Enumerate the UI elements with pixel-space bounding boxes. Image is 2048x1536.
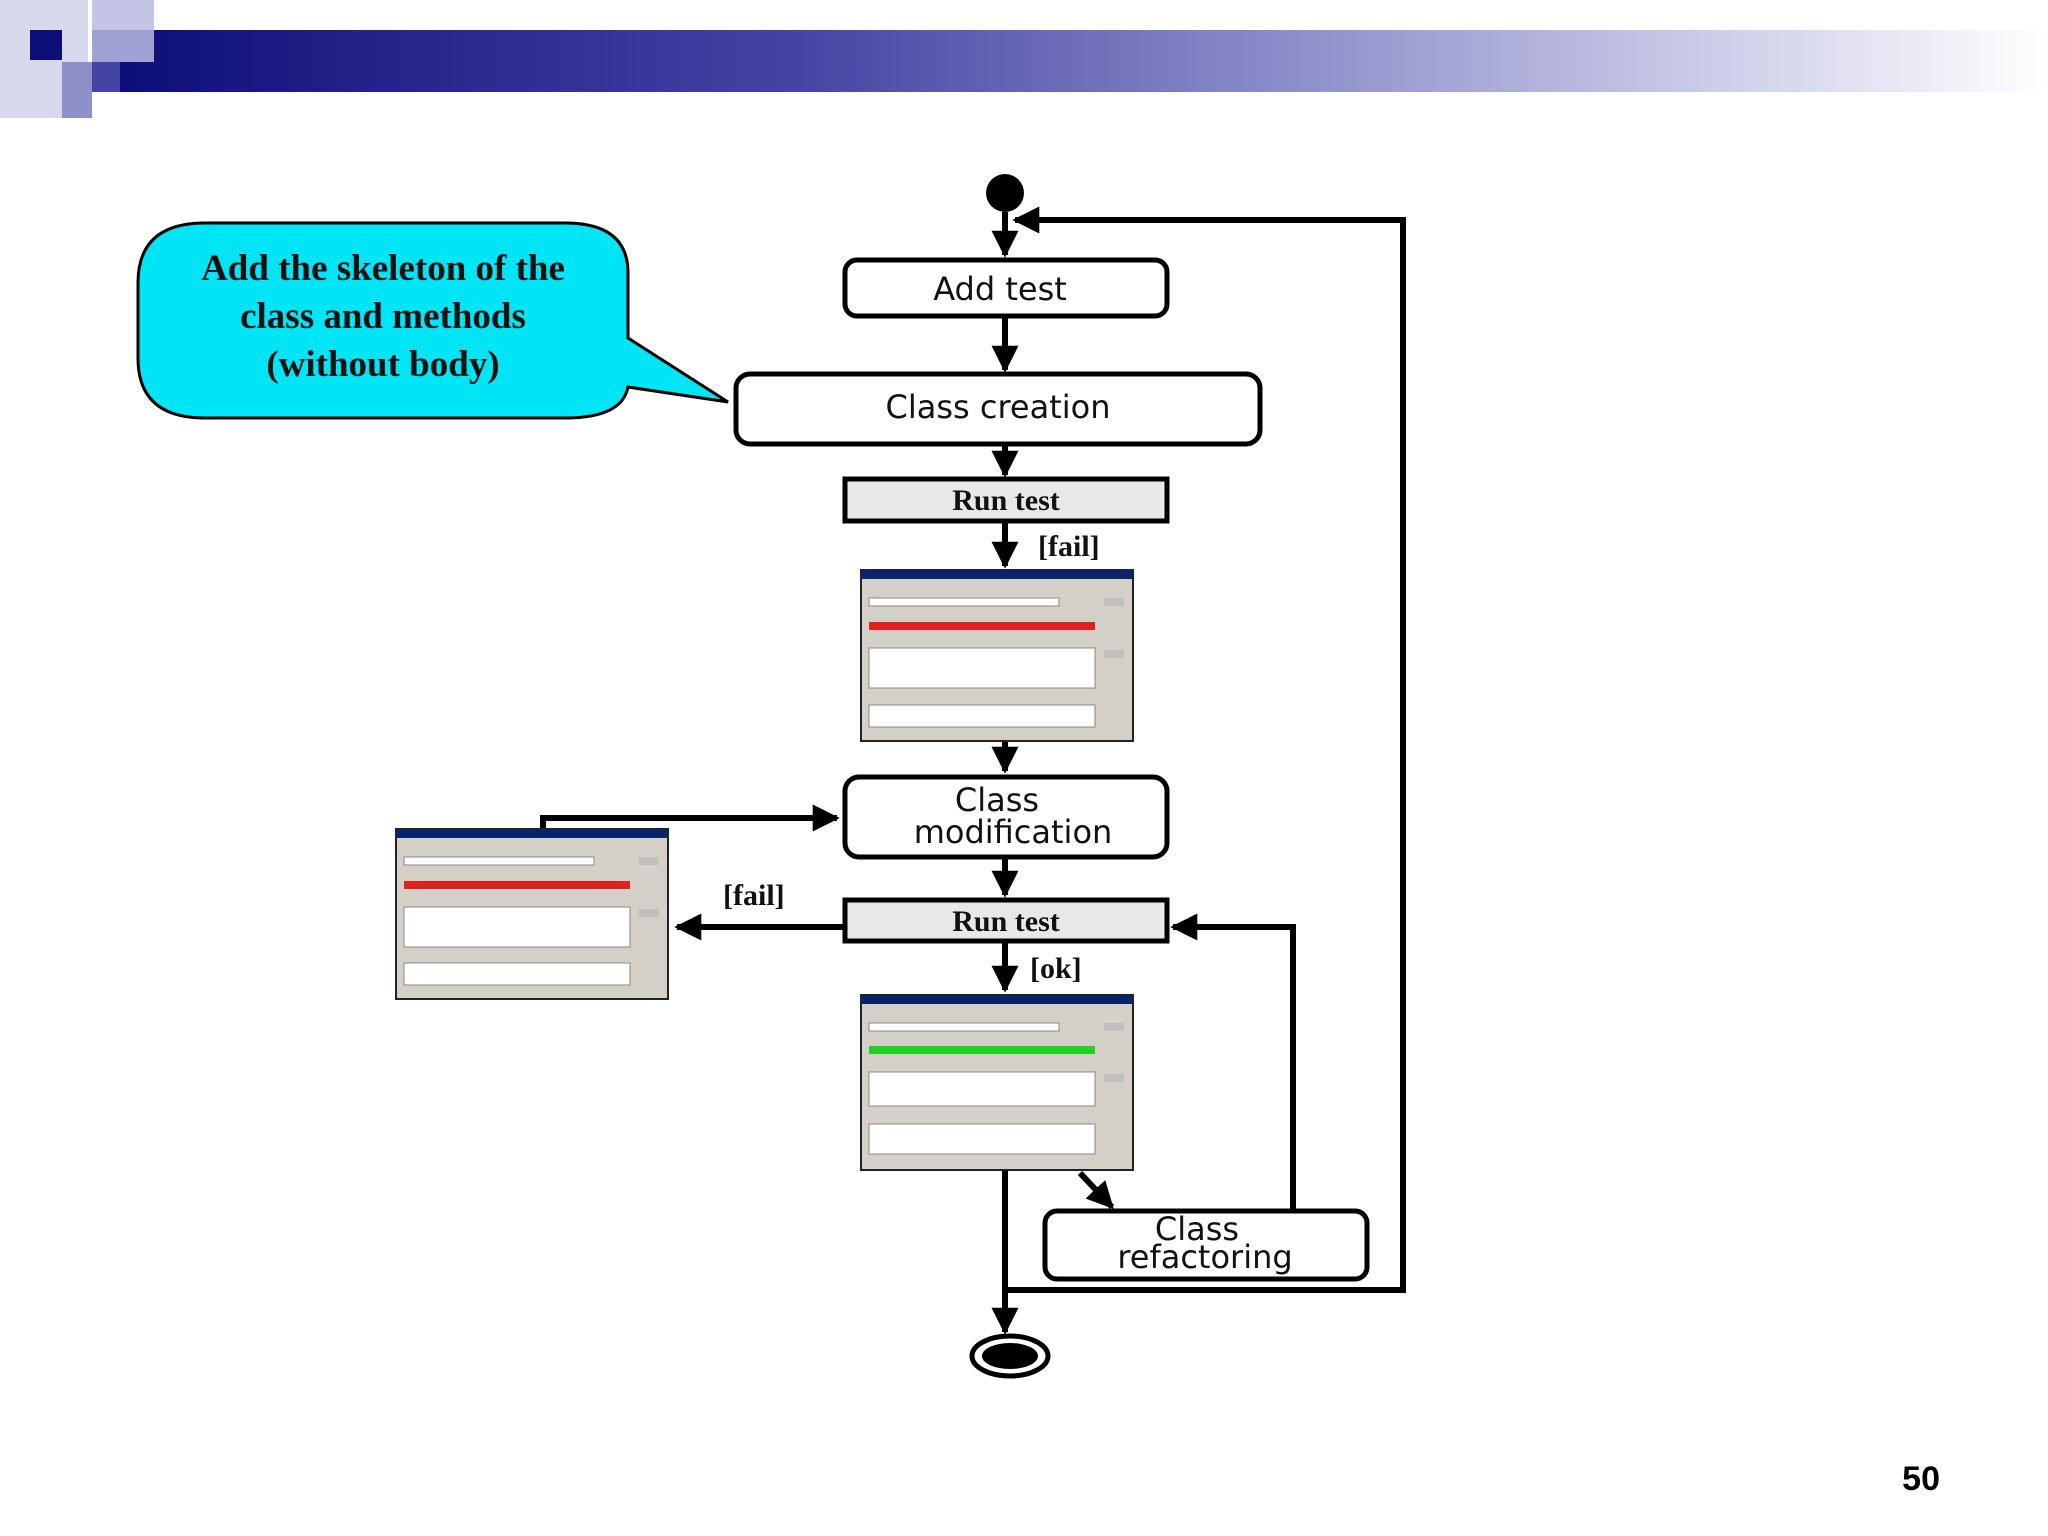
banner-bar [120, 30, 2048, 92]
node-class-refactoring [1042, 1208, 1370, 1282]
node-run-test-1 [842, 476, 1170, 524]
end-node [969, 1333, 1051, 1379]
node-class-refactoring-label-2: refactoring [1117, 1238, 1292, 1276]
guard-fail-2: [fail] [723, 879, 785, 912]
junit-screenshot-fail-2 [395, 828, 669, 1000]
edge-ok-screenshot-to-refactoring [1077, 1170, 1115, 1210]
node-run-test-1-label: Run test [952, 484, 1060, 517]
banner-squares-decoration [0, 0, 154, 118]
callout-text-line3: (without body) [266, 344, 499, 385]
node-add-test-label: Add test [933, 270, 1067, 308]
node-class-modification-label-2: modification [914, 813, 1113, 851]
callout-bubble [136, 221, 729, 420]
junit-screenshot-ok [860, 994, 1134, 1171]
page-number: 50 [1902, 1460, 1940, 1498]
node-run-test-2-label: Run test [952, 905, 1060, 938]
guard-fail-1: [fail] [1038, 530, 1100, 563]
callout-text-line2: class and methods [240, 296, 526, 337]
node-add-test [842, 257, 1170, 319]
node-class-creation [733, 371, 1263, 447]
edge-fail-screenshot-back-to-modification [540, 804, 840, 832]
node-class-modification [842, 774, 1170, 860]
guard-ok: [ok] [1030, 952, 1082, 985]
edge-loop-back-to-start [1005, 206, 1406, 1293]
junit-screenshot-fail-1 [860, 569, 1134, 742]
start-node [986, 174, 1024, 212]
node-class-creation-label: Class creation [886, 388, 1111, 426]
edge-refactoring-to-run-test [1170, 913, 1296, 1210]
node-run-test-2 [842, 897, 1170, 944]
slide-header-banner [0, 0, 2048, 118]
node-class-modification-label-1: Class [955, 781, 1039, 819]
callout-text-line1: Add the skeleton of the [201, 248, 565, 289]
node-class-refactoring-label-1: Class [1155, 1210, 1239, 1248]
connectors [540, 206, 1406, 1335]
